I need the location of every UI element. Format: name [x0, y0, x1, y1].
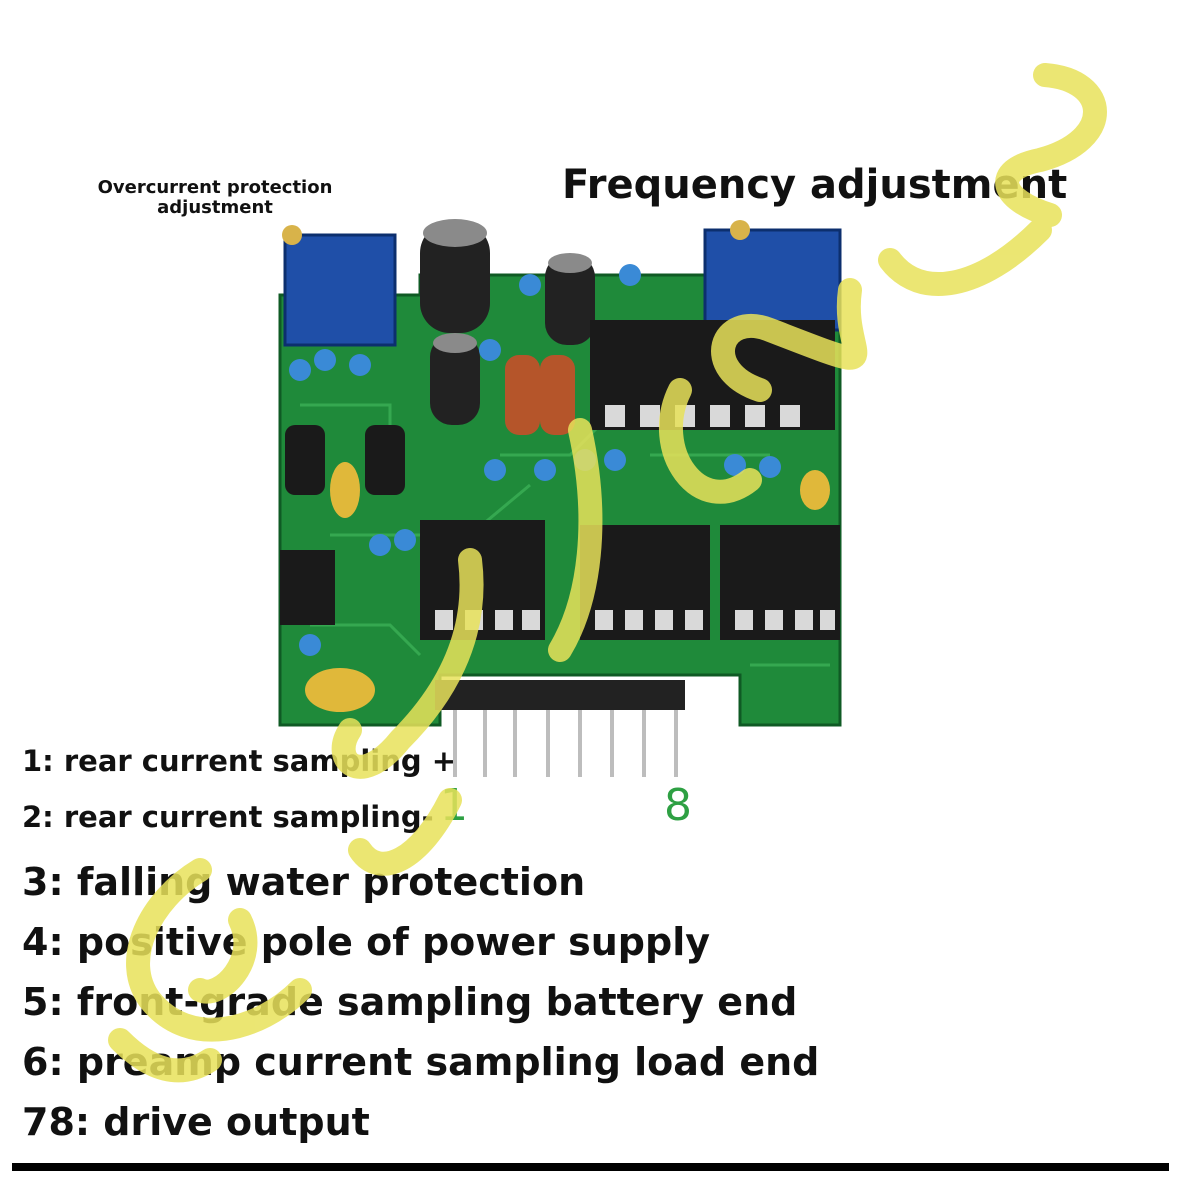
circuit-board-image	[278, 219, 842, 777]
pin-4-description: 4: positive pole of power supply	[22, 920, 711, 964]
pin-1-description: 1: rear current sampling +	[22, 744, 457, 778]
overcurrent-label: Overcurrent protection adjustment	[97, 177, 333, 218]
frequency-label: Frequency adjustment	[562, 162, 1068, 208]
pin-6-description: 6: preamp current sampling load end	[22, 1040, 820, 1084]
pin-number-last: 8	[664, 780, 692, 831]
pin-2-description: 2: rear current sampling-	[22, 800, 434, 834]
bottom-divider	[12, 1163, 1169, 1171]
pin-5-description: 5: front-grade sampling battery end	[22, 980, 798, 1024]
pin-number-first: 1	[440, 780, 468, 831]
pin-78-description: 78: drive output	[22, 1100, 370, 1144]
pin-3-description: 3: falling water protection	[22, 860, 586, 904]
